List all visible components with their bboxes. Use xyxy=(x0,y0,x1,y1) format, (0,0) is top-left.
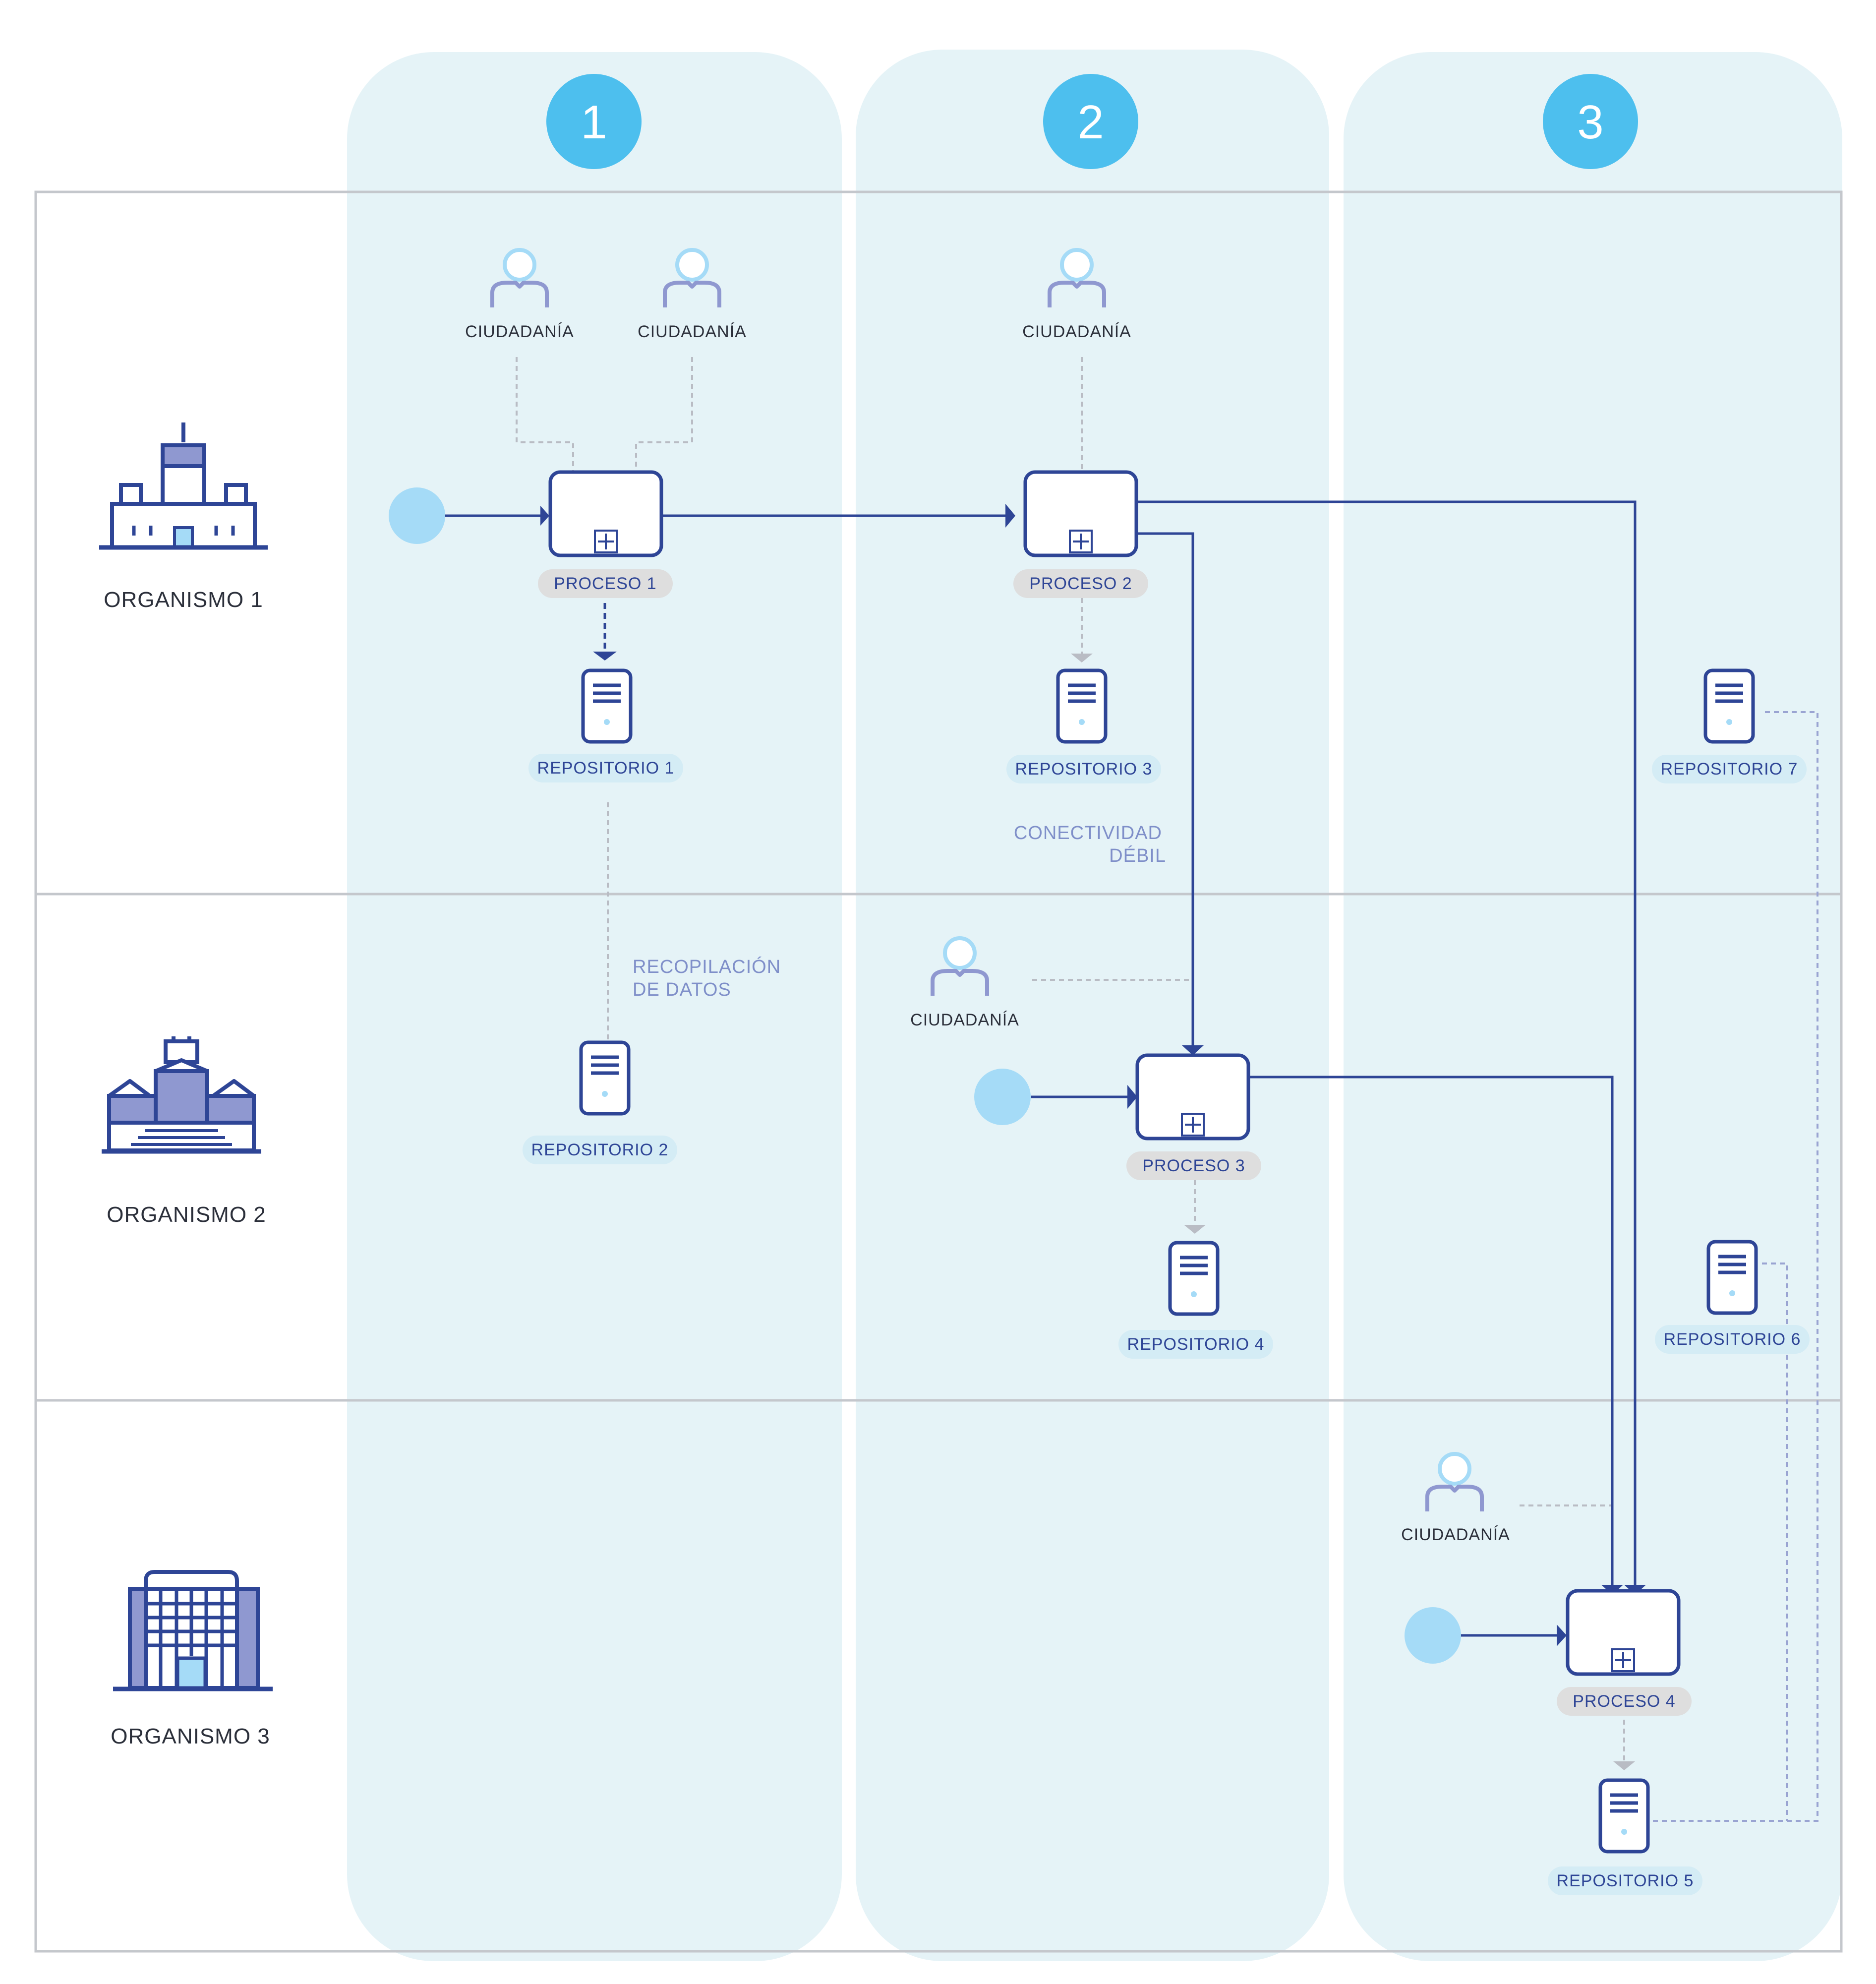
column-1-background xyxy=(347,52,842,1961)
process-box[interactable] xyxy=(1137,1055,1248,1139)
government-palace-icon xyxy=(99,422,268,550)
citizen-2: CIUDADANÍA xyxy=(638,250,747,341)
repository-label-pill xyxy=(528,754,683,782)
repository-label: REPOSITORIO 6 xyxy=(1664,1330,1801,1349)
flow-lines xyxy=(445,500,1637,1637)
repository-label: REPOSITORIO 2 xyxy=(531,1141,669,1159)
repository-links xyxy=(1650,711,1818,1822)
citizen-label: CIUDADANÍA xyxy=(1401,1525,1510,1544)
repository-7[interactable]: REPOSITORIO 7 xyxy=(1652,670,1807,783)
server-icon[interactable] xyxy=(581,1042,629,1114)
process-box[interactable] xyxy=(1568,1591,1679,1674)
congress-building-icon xyxy=(102,1036,261,1154)
process-3[interactable]: PROCESO 3 xyxy=(1126,1055,1261,1180)
process-label-pill xyxy=(1126,1151,1261,1180)
svg-text:2: 2 xyxy=(1077,96,1104,149)
repository-label-pill xyxy=(1652,755,1807,783)
repository-label: REPOSITORIO 3 xyxy=(1015,760,1153,779)
citizen-label: CIUDADANÍA xyxy=(638,322,747,341)
repository-label-pill xyxy=(1118,1330,1273,1359)
server-icon[interactable] xyxy=(1058,670,1106,742)
dotted-connectors xyxy=(516,357,1625,1761)
repository-2[interactable]: REPOSITORIO 2 xyxy=(523,1042,677,1164)
start-event-2[interactable] xyxy=(974,1069,1031,1125)
citizen-label: CIUDADANÍA xyxy=(910,1011,1019,1029)
citizen-label: CIUDADANÍA xyxy=(1022,322,1131,341)
swimlane-grid xyxy=(34,190,1843,1953)
process-label-pill xyxy=(1557,1687,1692,1716)
process-label: PROCESO 1 xyxy=(554,574,656,593)
svg-text:3: 3 xyxy=(1577,96,1603,149)
repository-label-pill xyxy=(1548,1866,1702,1895)
dotted-arrowhead xyxy=(1184,1225,1206,1234)
dotted-arrowhead xyxy=(1613,1761,1635,1770)
column-number-3: 3 xyxy=(1543,74,1638,169)
citizen-label: CIUDADANÍA xyxy=(465,322,574,341)
server-icon[interactable] xyxy=(1170,1243,1218,1314)
process-box[interactable] xyxy=(1025,472,1136,555)
weak-connectivity-note: CONECTIVIDAD DÉBIL xyxy=(1014,823,1166,866)
process-1[interactable]: PROCESO 1 xyxy=(538,472,673,598)
flow-arrowheads xyxy=(540,504,1646,1646)
dotted-arrowhead xyxy=(1071,654,1093,662)
column-2-background xyxy=(856,50,1329,1961)
note-line-1: RECOPILACIÓN xyxy=(633,956,781,977)
process-box[interactable] xyxy=(550,472,661,555)
repository-5[interactable]: REPOSITORIO 5 xyxy=(1548,1780,1702,1895)
citizen-5: CIUDADANÍA xyxy=(1401,1454,1510,1544)
process-4[interactable]: PROCESO 4 xyxy=(1557,1591,1692,1716)
process-label: PROCESO 2 xyxy=(1029,574,1132,593)
repository-4[interactable]: REPOSITORIO 4 xyxy=(1118,1243,1273,1359)
column-3-background xyxy=(1344,52,1842,1961)
dashed-flow-arrowhead xyxy=(593,652,617,661)
process-label: PROCESO 3 xyxy=(1142,1156,1245,1175)
citizen-3: CIUDADANÍA xyxy=(1022,250,1131,341)
note-line-1: CONECTIVIDAD xyxy=(1014,823,1162,843)
repository-label: REPOSITORIO 5 xyxy=(1557,1871,1694,1890)
column-number-2: 2 xyxy=(1043,74,1138,169)
server-icon[interactable] xyxy=(1705,670,1753,742)
office-tower-icon xyxy=(113,1570,273,1691)
start-event-1[interactable] xyxy=(389,487,445,544)
note-line-2: DE DATOS xyxy=(633,979,731,1000)
repository-3[interactable]: REPOSITORIO 3 xyxy=(1006,670,1161,783)
data-collection-note: RECOPILACIÓN DE DATOS xyxy=(633,956,781,1000)
process-2[interactable]: PROCESO 2 xyxy=(1013,472,1148,598)
column-number-1: 1 xyxy=(546,74,642,169)
process-label-pill xyxy=(1013,569,1148,598)
server-icon[interactable] xyxy=(1708,1242,1756,1313)
repository-label-pill xyxy=(523,1136,677,1164)
repository-label: REPOSITORIO 1 xyxy=(537,759,675,778)
repository-6[interactable]: REPOSITORIO 6 xyxy=(1655,1242,1810,1354)
start-event-3[interactable] xyxy=(1405,1607,1461,1664)
repository-label-pill xyxy=(1655,1325,1810,1354)
process-label-pill xyxy=(538,569,673,598)
organism-2-label: ORGANISMO 2 xyxy=(107,1202,266,1227)
note-line-2: DÉBIL xyxy=(1109,845,1166,866)
citizen-4: CIUDADANÍA xyxy=(910,938,1019,1029)
server-icon[interactable] xyxy=(583,670,631,742)
organism-3-label: ORGANISMO 3 xyxy=(111,1724,270,1748)
server-icon[interactable] xyxy=(1600,1780,1648,1852)
repository-label-pill xyxy=(1006,755,1161,783)
citizen-1: CIUDADANÍA xyxy=(465,250,574,341)
repository-1[interactable]: REPOSITORIO 1 xyxy=(528,670,683,782)
process-label: PROCESO 4 xyxy=(1573,1692,1675,1711)
organism-1-label: ORGANISMO 1 xyxy=(104,588,263,612)
svg-text:1: 1 xyxy=(581,96,607,149)
repository-label: REPOSITORIO 7 xyxy=(1661,760,1798,779)
repository-label: REPOSITORIO 4 xyxy=(1127,1335,1265,1354)
